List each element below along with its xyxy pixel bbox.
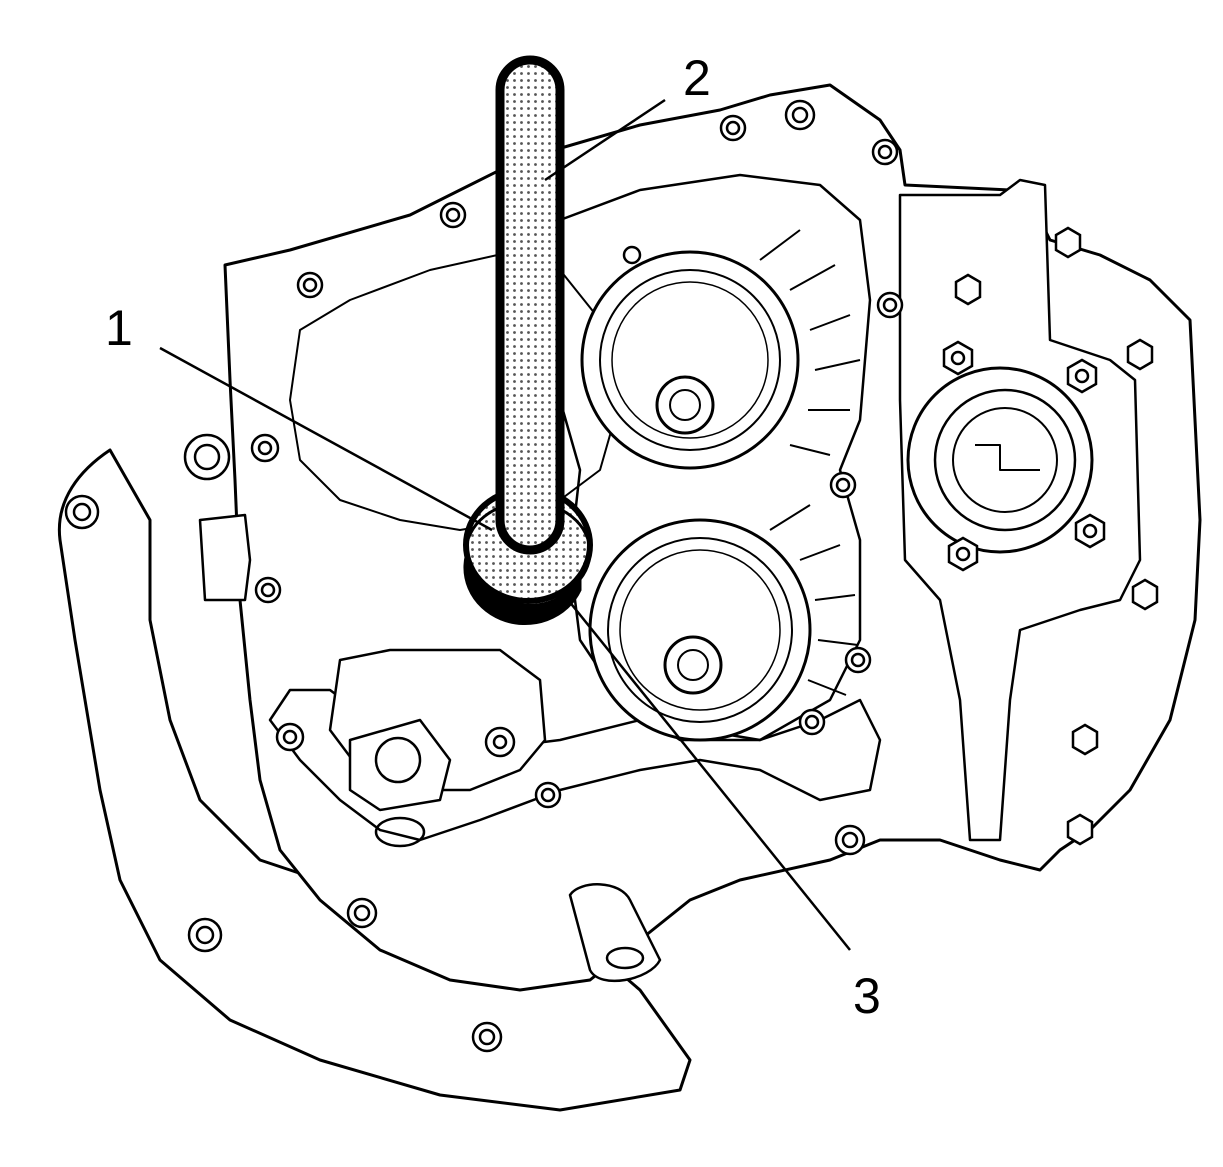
hex-bolt [1126,338,1154,371]
bolt-hole [250,433,280,463]
inner-cavity [289,249,621,531]
lower-slot [568,883,662,983]
bolt-hole [844,646,872,674]
bolt-hole [871,138,899,166]
seal-installer-tool [495,55,565,555]
left-shift-tube [198,513,252,602]
bolt-hole [534,781,562,809]
upper-shaft [655,375,715,435]
callout-3: 3 [853,968,881,1024]
bolt-hole [784,99,816,131]
hex-bolt [1066,358,1098,394]
upper-gear [580,229,861,470]
bolt-hole [829,471,857,499]
gear-bay-frame [553,173,872,742]
bolt-hole [275,722,305,752]
bolt-hole [254,576,282,604]
bolt-hole [439,201,467,229]
leader-line-2 [544,98,666,182]
bolt-hole [484,726,516,758]
bolt-hole [187,917,223,953]
bolt-hole [183,433,231,481]
transmission-housing [57,83,1202,1112]
leader-lines [159,98,851,951]
hex-bolt [1131,578,1159,611]
callout-2: 2 [683,50,711,106]
bolt-hole [834,824,866,856]
lower-shaft [663,635,723,695]
bolt-hole [876,291,904,319]
hex-bolt [1066,813,1094,846]
bolt-hole [798,708,826,736]
output-bearing [906,366,1094,554]
hex-bolt [947,536,979,572]
hex-bolt [1071,723,1099,756]
leader-line-1 [159,346,493,532]
hex-bolt [942,340,974,376]
hex-bolt [1054,226,1082,259]
bracket-boss [348,718,452,812]
callout-1: 1 [105,300,133,356]
bolt-hole [719,114,747,142]
bolt-hole [296,271,324,299]
bolt-hole [622,245,642,265]
fasteners [64,99,1159,1053]
bolt-hole [346,897,378,929]
bolt-hole [471,1021,503,1053]
hex-bolt [1074,513,1106,549]
leader-line-3 [559,589,851,951]
bolt-hole [64,494,100,530]
hex-bolt [954,273,982,306]
lower-gear [588,504,859,742]
